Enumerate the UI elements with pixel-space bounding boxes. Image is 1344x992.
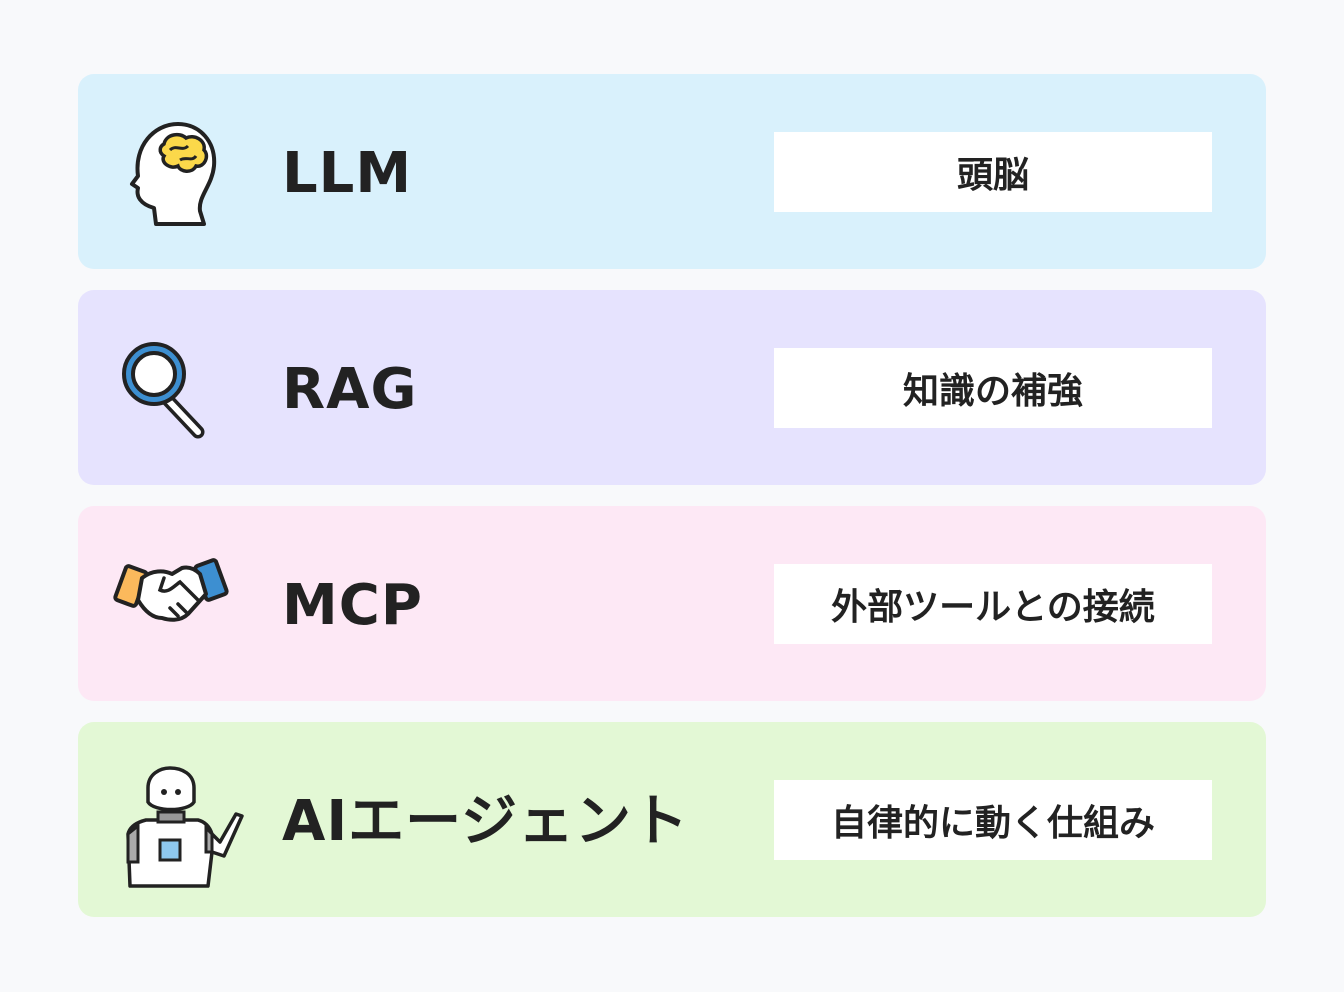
card-title: MCP bbox=[282, 573, 423, 638]
card-description: 知識の補強 bbox=[774, 348, 1212, 428]
card-title: AIエージェント bbox=[282, 789, 690, 854]
card-description: 外部ツールとの接続 bbox=[774, 564, 1212, 644]
card-title: LLM bbox=[282, 141, 413, 206]
head-brain-icon bbox=[130, 122, 217, 226]
card-description: 頭脳 bbox=[774, 132, 1212, 212]
card-mcp: MCP 外部ツールとの接続 bbox=[78, 506, 1266, 701]
handshake-icon bbox=[113, 558, 229, 622]
card-title: RAG bbox=[282, 357, 418, 422]
magnifier-icon bbox=[122, 342, 205, 439]
card-agent: AIエージェント 自律的に動く仕組み bbox=[78, 722, 1266, 917]
card-rag: RAG 知識の補強 bbox=[78, 290, 1266, 485]
card-llm: LLM 頭脳 bbox=[78, 74, 1266, 269]
card-description: 自律的に動く仕組み bbox=[774, 780, 1212, 860]
robot-icon bbox=[126, 766, 244, 888]
